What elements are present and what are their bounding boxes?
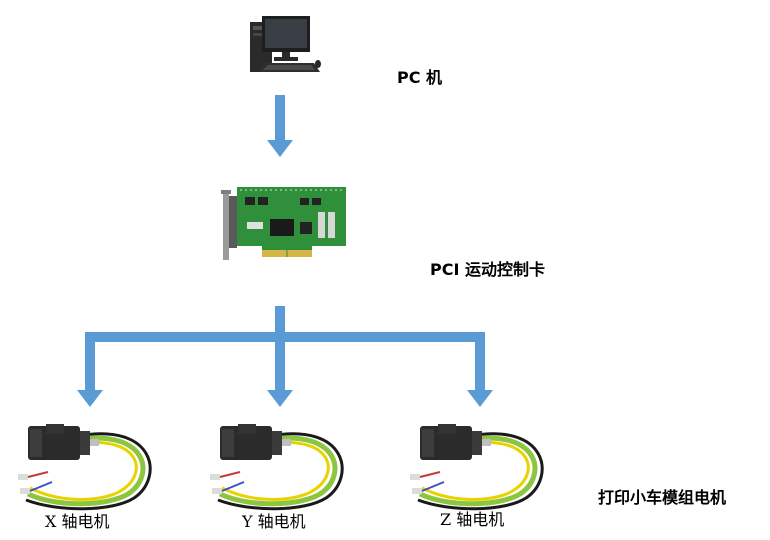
motion-card-label: PCI 运动控制卡 [430, 260, 545, 279]
motor-x-label: X 轴电机 [45, 512, 110, 531]
desktop-computer-icon [250, 16, 321, 72]
pci-card-icon [221, 187, 346, 260]
servo-motor-icon-x [18, 424, 150, 509]
servo-motor-icon-y [210, 424, 342, 509]
motor-y-label: Y 轴电机 [242, 512, 306, 531]
arrow-card-to-motors [77, 306, 493, 407]
motor-z-label: Z 轴电机 [440, 510, 505, 529]
motor-group-label: 打印小车模组电机 [598, 488, 727, 507]
arrow-pc-to-card [267, 95, 293, 157]
pc-label: PC 机 [397, 68, 443, 87]
servo-motor-icon-z [410, 424, 542, 509]
